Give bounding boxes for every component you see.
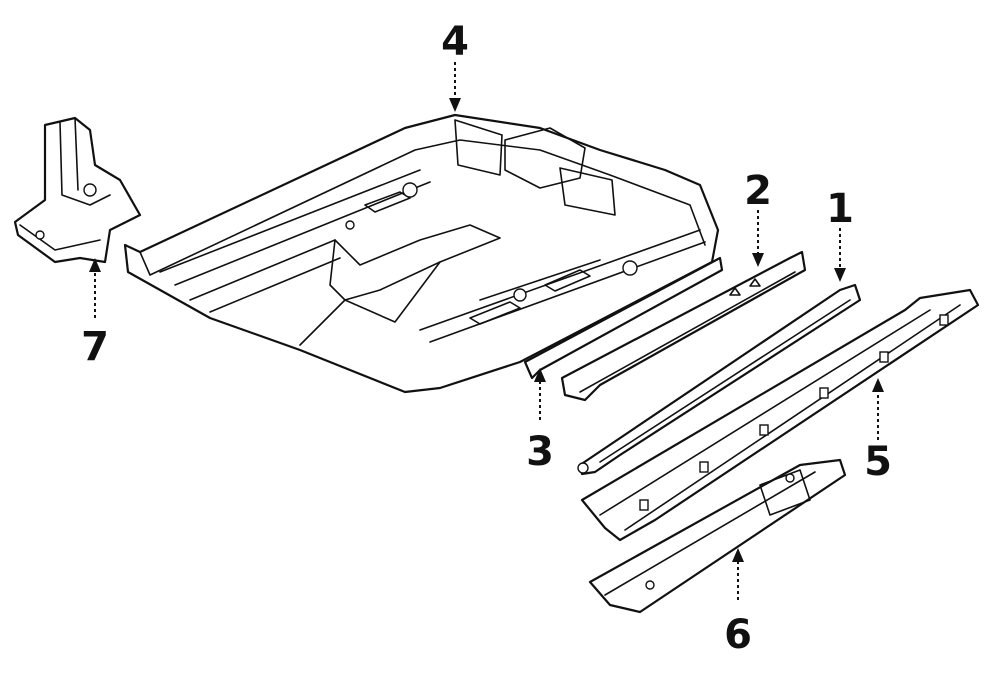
inner-rocker[interactable] (577, 283, 862, 476)
sill-reinforcement[interactable] (560, 250, 807, 402)
leader-lines (89, 62, 884, 600)
callout-2[interactable]: 2 (744, 168, 772, 214)
pillar-bracket[interactable] (13, 116, 142, 264)
callout-1[interactable]: 1 (826, 186, 854, 232)
callout-3[interactable]: 3 (526, 429, 554, 475)
floor-rail[interactable] (523, 256, 724, 380)
floor-crossmember[interactable] (588, 458, 847, 614)
outer-rocker[interactable] (580, 288, 980, 542)
callout-7[interactable]: 7 (81, 324, 109, 370)
floor-pan[interactable] (123, 113, 720, 394)
callout-4[interactable]: 4 (441, 19, 469, 65)
callout-5[interactable]: 5 (864, 439, 892, 485)
callout-6[interactable]: 6 (724, 612, 752, 658)
